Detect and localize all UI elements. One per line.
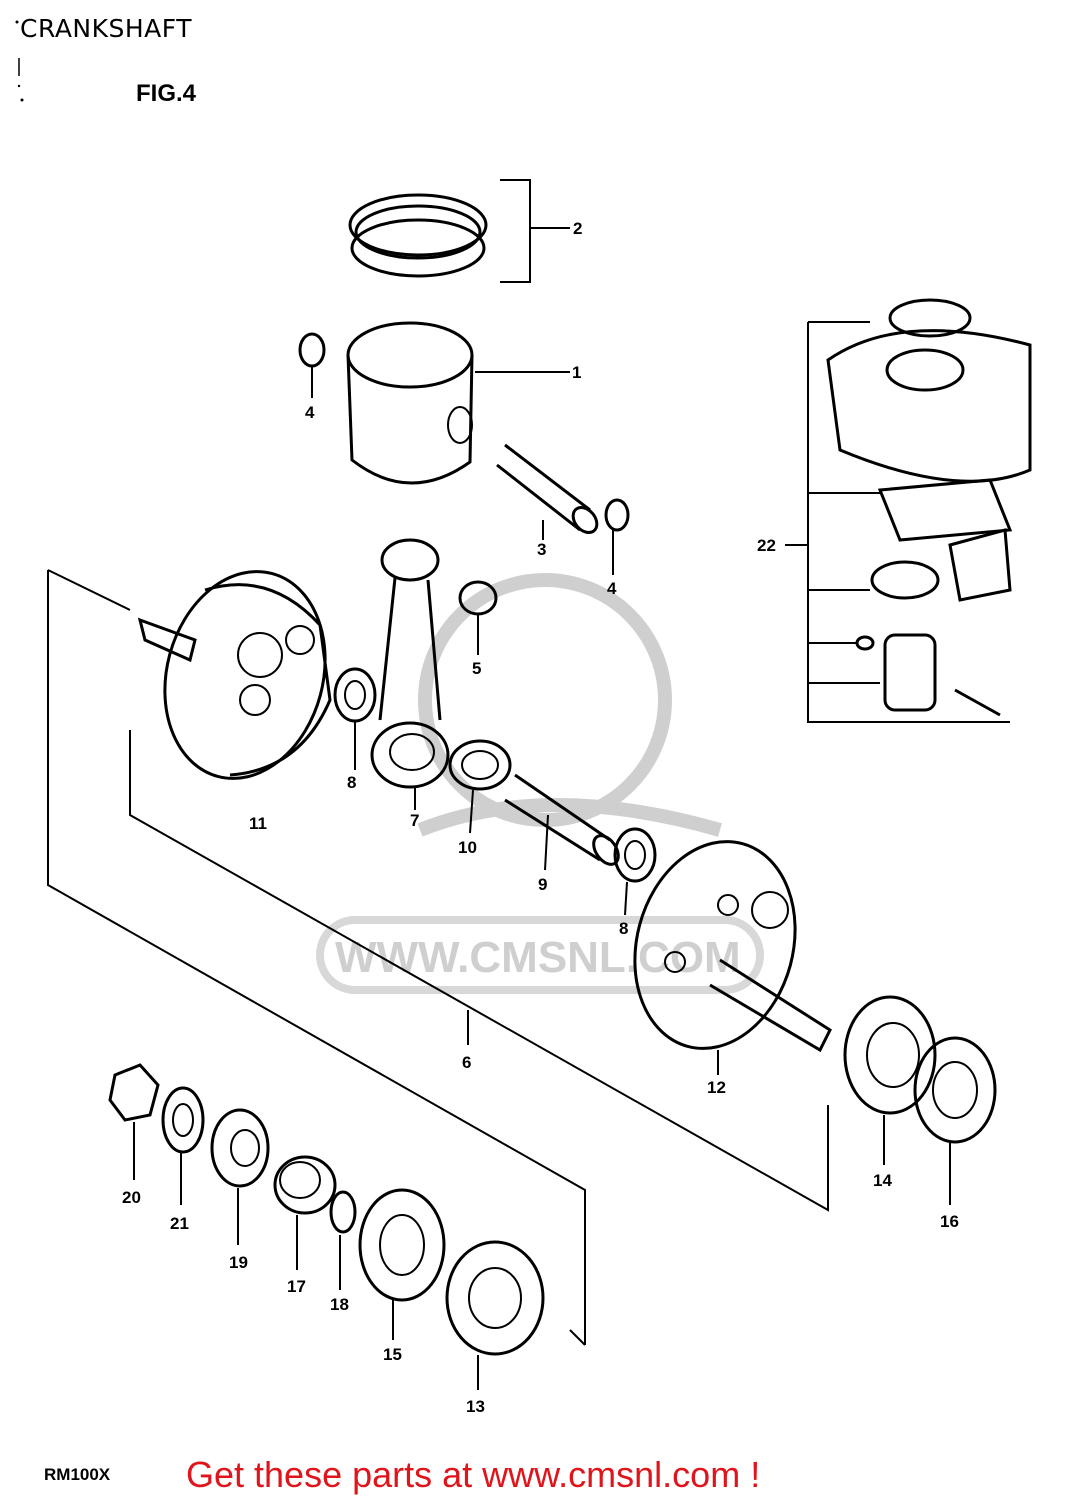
big-end-bearing [448,739,512,834]
callout-19: 19 [229,1253,248,1272]
callout-15: 15 [383,1345,402,1364]
promo-link[interactable]: Get these parts at www.cmsnl.com ! [186,1454,761,1495]
callout-18: 18 [330,1295,349,1314]
callout-5: 5 [472,659,481,678]
callout-16: 16 [940,1212,959,1231]
thrust-washer-right [613,827,657,916]
cylinder-kit [785,298,1032,723]
bearing-left [445,1240,545,1390]
page-title: CRANKSHAFT [20,14,192,43]
callout-1: 1 [572,363,581,382]
callout-17: 17 [287,1277,306,1296]
oil-seal-right [913,1036,997,1205]
crank-nut [108,1063,160,1180]
piston-pin [496,443,599,540]
callout-10: 10 [458,838,477,857]
piston-pin-clip-right [604,498,630,575]
connecting-rod [370,538,450,810]
callout-14: 14 [873,1171,892,1190]
crank-half-right [633,840,832,1075]
callout-8: 8 [347,773,356,792]
bearing-right [843,995,937,1165]
o-ring [329,1190,357,1290]
crank-pin [504,773,620,871]
margin-marks [15,20,24,102]
callout-22: 22 [757,536,776,555]
model-code: RM100X [44,1465,111,1484]
callout-7: 7 [410,811,419,830]
callout-9: 9 [538,875,547,894]
crankshaft-assembly-bracket [47,569,829,1346]
piston-rings [348,179,570,283]
callout-20: 20 [122,1188,141,1207]
callout-11: 11 [249,814,267,833]
oil-seal-left [358,1188,446,1340]
callout-2: 2 [573,219,582,238]
callout-4: 4 [607,579,617,598]
callout-13: 13 [466,1397,485,1416]
lock-washer [161,1086,205,1205]
thrust-washer-left [333,667,377,770]
spacer [273,1155,337,1270]
piston-pin-clip-left [298,332,326,398]
callout-12: 12 [707,1078,726,1097]
callout-21: 21 [170,1214,189,1233]
callout-3: 3 [537,540,546,559]
figure-label: FIG.4 [136,80,197,107]
piston [346,321,570,485]
small-end-bearing [458,580,498,655]
callout-6: 6 [462,1053,471,1072]
crank-half-left [137,570,332,780]
watermark-logo: WWW.CMSNL.COM [316,573,764,994]
callout-8: 8 [619,919,628,938]
primary-drive-gear [210,1108,270,1245]
callout-4: 4 [305,403,315,422]
watermark-text: WWW.CMSNL.COM [335,933,741,982]
